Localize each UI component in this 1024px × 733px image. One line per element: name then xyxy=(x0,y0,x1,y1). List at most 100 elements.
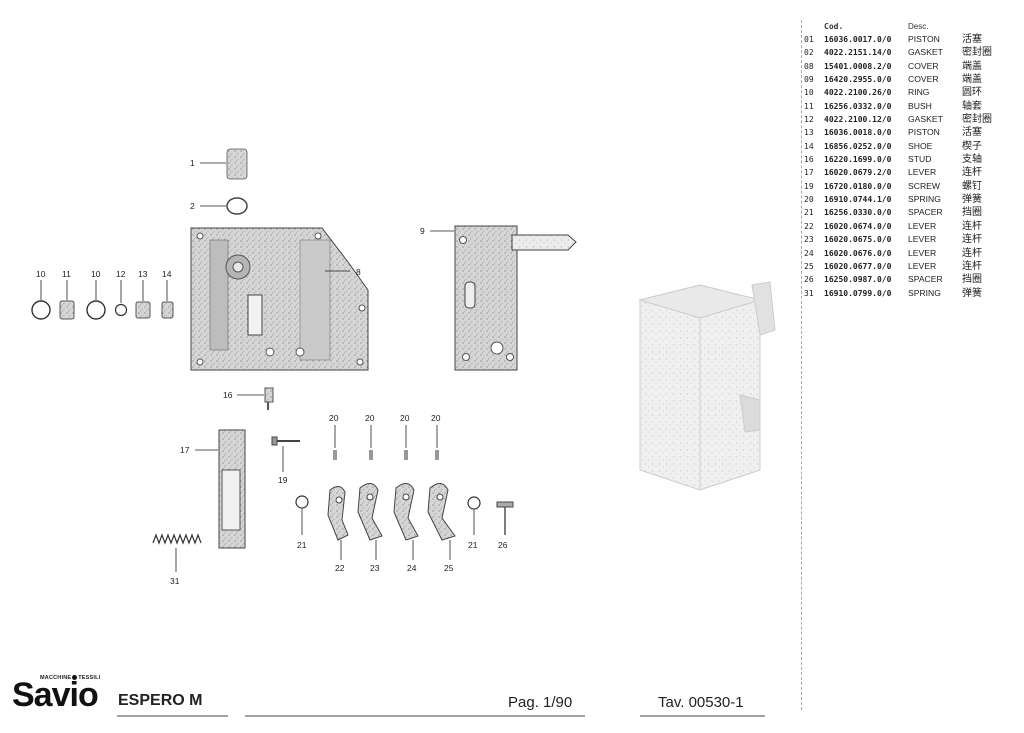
model-name: ESPERO M xyxy=(118,692,203,709)
part-26-spacer xyxy=(496,501,514,535)
part-desc-cn: 圆环 xyxy=(962,87,982,99)
exploded-view-drawing: 1 2 8 9 10 xyxy=(31,148,776,717)
part-13-piston xyxy=(135,280,151,319)
part-11-bush xyxy=(59,280,75,320)
part-desc-cn: 端盖 xyxy=(962,60,982,72)
part-desc-cn: 连杆 xyxy=(962,220,982,232)
part-number: 12 xyxy=(804,115,814,125)
part-code: 16250.0987.0/0 xyxy=(824,275,892,285)
part-desc-cn: 弹簧 xyxy=(962,194,982,206)
part-14-shoe xyxy=(161,280,174,319)
part-21-spacer-a xyxy=(295,495,309,535)
part-19-screw xyxy=(271,436,300,472)
part-code: 16020.0676.0/0 xyxy=(824,248,892,258)
callout-21b: 21 xyxy=(468,540,478,550)
part-2-gasket xyxy=(200,197,248,215)
callout-12: 12 xyxy=(116,269,126,279)
part-20-spring-d xyxy=(435,425,439,460)
part-desc: BUSH xyxy=(908,100,932,111)
callout-26: 26 xyxy=(498,540,508,550)
part-desc: SHOE xyxy=(908,140,933,151)
callout-11: 11 xyxy=(62,269,71,279)
brand-dot-icon xyxy=(72,675,78,681)
header-desc: Desc. xyxy=(908,22,929,31)
part-desc-cn: 连杆 xyxy=(962,260,982,272)
callout-31: 31 xyxy=(170,576,180,586)
part-desc-cn: 连杆 xyxy=(962,234,982,246)
part-code: 16910.0799.0/0 xyxy=(824,288,892,298)
part-desc: STUD xyxy=(908,154,932,165)
part-1-piston xyxy=(200,148,248,180)
part-9-cover xyxy=(430,225,577,371)
part-number: 14 xyxy=(804,141,814,151)
callout-2: 2 xyxy=(190,201,195,211)
part-desc-cn: 螺钉 xyxy=(962,180,982,192)
part-desc: LEVER xyxy=(908,167,937,178)
part-24-lever xyxy=(393,483,419,560)
part-number: 01 xyxy=(804,35,814,44)
callout-20d: 20 xyxy=(431,413,441,423)
callout-14: 14 xyxy=(162,269,172,279)
part-code: 4022.2151.14/0 xyxy=(824,48,892,58)
callout-9: 9 xyxy=(420,226,425,236)
part-code: 16910.0744.1/0 xyxy=(824,195,892,205)
table-number: Tav. 00530-1 xyxy=(658,694,744,711)
part-desc: LEVER xyxy=(908,234,937,245)
part-desc-cn: 轴套 xyxy=(962,100,982,112)
part-desc: PISTON xyxy=(908,127,940,138)
part-desc-cn: 楔子 xyxy=(962,140,982,152)
part-desc-cn: 支轴 xyxy=(962,154,982,166)
part-desc: SPRING xyxy=(908,287,941,298)
part-number: 17 xyxy=(804,168,814,178)
part-desc: COVER xyxy=(908,60,939,71)
parts-row: 19 16720.0180.0/0 SCREW 螺钉 xyxy=(804,180,1022,193)
part-desc: GASKET xyxy=(908,114,943,125)
part-23-lever xyxy=(357,483,383,560)
part-number: 21 xyxy=(804,208,814,218)
page-number: Pag. 1/90 xyxy=(508,694,573,711)
part-code: 16256.0332.0/0 xyxy=(824,101,892,111)
part-desc: SCREW xyxy=(908,180,940,191)
part-desc-cn: 活塞 xyxy=(962,127,982,139)
part-number: 20 xyxy=(804,195,814,205)
part-code: 16720.0180.0/0 xyxy=(824,181,892,191)
part-desc: PISTON xyxy=(908,34,940,44)
part-code: 16020.0674.0/0 xyxy=(824,221,892,231)
part-code: 16036.0018.0/0 xyxy=(824,128,892,138)
part-desc: GASKET xyxy=(908,47,943,58)
part-number: 11 xyxy=(804,101,814,111)
part-desc-cn: 端盖 xyxy=(962,74,982,86)
part-desc: LEVER xyxy=(908,260,937,271)
part-17-lever xyxy=(195,429,246,549)
part-number: 19 xyxy=(804,181,814,191)
callout-20b: 20 xyxy=(365,413,375,423)
part-number: 08 xyxy=(804,61,814,71)
callout-22: 22 xyxy=(335,563,345,573)
part-10-ring-b xyxy=(86,280,106,320)
part-desc: LEVER xyxy=(908,247,937,258)
part-code: 16036.0017.0/0 xyxy=(824,35,892,44)
part-number: 25 xyxy=(804,261,814,271)
part-number: 26 xyxy=(804,275,814,285)
part-desc-cn: 密封圈 xyxy=(962,114,992,126)
part-number: 31 xyxy=(804,288,814,298)
callout-23: 23 xyxy=(370,563,380,573)
part-desc-cn: 连杆 xyxy=(962,247,982,259)
part-desc-cn: 挡圈 xyxy=(962,207,982,219)
part-20-spring-c xyxy=(404,425,408,460)
part-number: 16 xyxy=(804,155,814,165)
part-desc-cn: 连杆 xyxy=(962,167,982,179)
part-desc: RING xyxy=(908,87,930,98)
part-desc-cn: 密封圈 xyxy=(962,47,992,59)
